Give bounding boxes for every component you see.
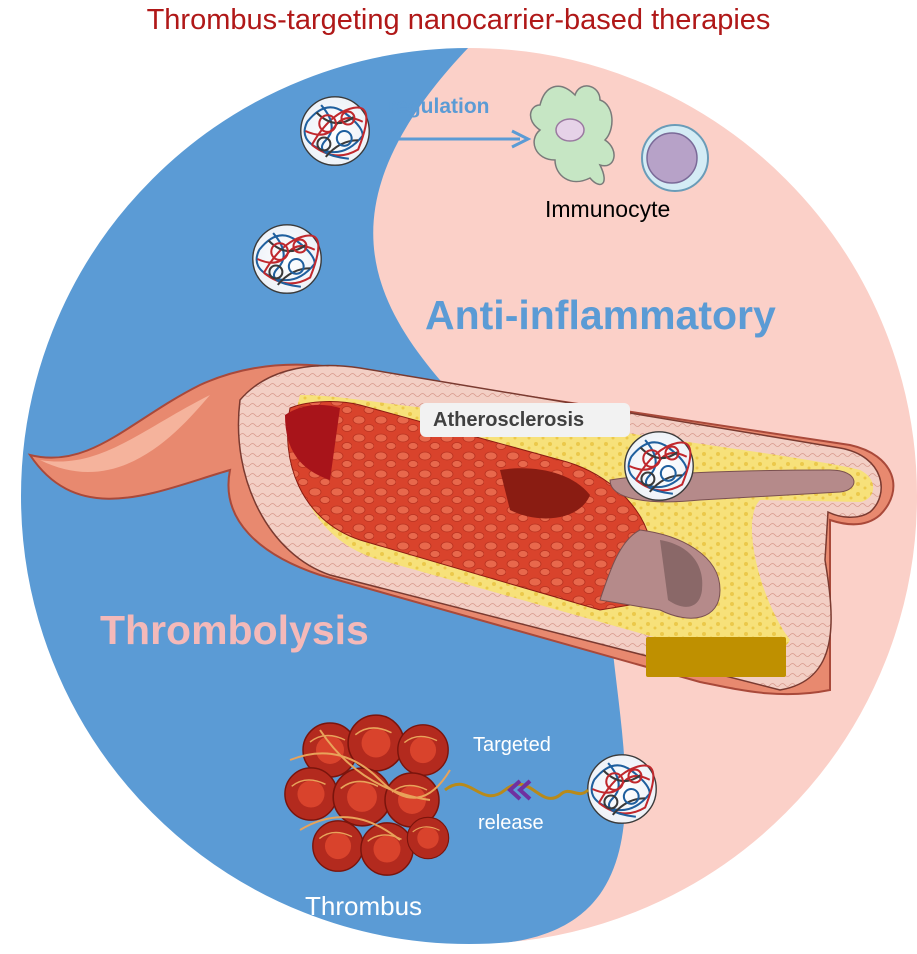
targeted-label: Targeted [473,734,551,756]
lymphocyte-cell [641,124,709,192]
atherosclerosis-label-box [420,403,630,437]
nanocarrier-icon [299,95,371,167]
thrombus-cluster [284,714,451,876]
nanocarrier-icon [623,430,695,502]
nanocarrier-icon [586,753,658,825]
figure-title: Thrombus-targeting nanocarrier-based the… [146,4,771,36]
release-label: release [478,812,544,834]
anti-inflammatory-label: Anti-inflammatory [425,292,776,338]
nanocarrier-icon [251,223,323,295]
regulation-arrow [382,129,532,149]
regulation-label: regulation [388,95,490,118]
targeted-release-link [444,779,590,801]
thrombus-label: Thrombus [305,891,423,921]
atherosclerosis-label: Atherosclerosis [433,409,585,431]
blocked-box [646,637,786,677]
thrombolysis-label: Thrombolysis [100,607,369,653]
immunocyte-label: Immunocyte [545,196,671,222]
